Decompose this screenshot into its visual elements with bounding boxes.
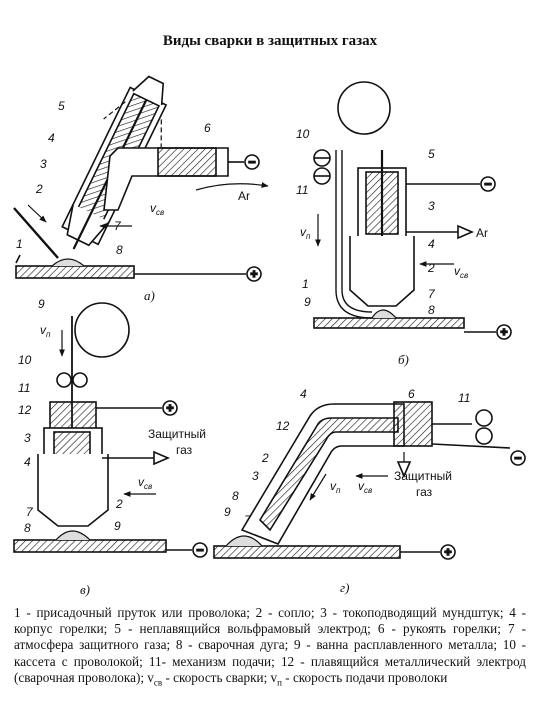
gas-label-d-1: Защитный	[394, 469, 452, 483]
wire-cassette-b	[337, 81, 391, 135]
caption-b: б)	[398, 352, 409, 367]
feed-roller-c-2	[72, 372, 88, 388]
workpiece-d	[213, 545, 401, 559]
workpiece-c	[13, 539, 167, 553]
label-c-10: 10	[18, 353, 32, 367]
gas-label-c-2: газ	[176, 443, 193, 457]
gas-label-d-2: газ	[416, 485, 433, 499]
page-title: Виды сварки в защитных газах	[162, 33, 378, 49]
gas-label-b: Ar	[476, 226, 488, 240]
label-d-8: 8	[232, 489, 239, 503]
feed-label-d: vп	[330, 479, 341, 495]
velocity-label-a: vсв	[150, 201, 164, 217]
minus-terminal-c	[192, 542, 208, 558]
minus-terminal-d-sign: −	[514, 451, 521, 465]
label-b-9: 9	[304, 295, 311, 309]
label-a-6: 6	[204, 121, 211, 135]
label-a-1: 1	[16, 237, 23, 251]
velocity-label-d: vсв	[358, 479, 372, 495]
feed-roller-d-1	[475, 409, 493, 427]
wire-cassette-c	[74, 302, 130, 358]
label-c-3: 3	[24, 431, 31, 445]
label-b-10: 10	[296, 127, 310, 141]
caption-a: а)	[144, 288, 155, 303]
plus-terminal-c-sign: +	[166, 401, 173, 415]
feed-label-b: vп	[300, 225, 311, 241]
label-d-4: 4	[300, 387, 307, 401]
label-b-7: 7	[428, 287, 436, 301]
panel-c-labels: 10 11 12 3 4 2 7 8 9 Защитный газ vсв vп…	[18, 323, 206, 597]
label-d-2: 2	[261, 451, 269, 465]
label-b-4: 4	[428, 237, 435, 251]
minus-terminal-b	[480, 176, 496, 192]
label-a-7: 7	[114, 219, 122, 233]
feed-label-c: vп	[40, 323, 51, 339]
minus-terminal-c-sign: −	[196, 543, 203, 557]
label-b-2: 2	[427, 261, 435, 275]
label-c-12: 12	[18, 403, 32, 417]
plus-terminal-c	[162, 400, 178, 416]
label-c-9: 9	[114, 519, 121, 533]
panel-c: +−	[13, 302, 208, 558]
label-d-12: 12	[276, 419, 290, 433]
label-d-7: 7	[244, 513, 252, 527]
gas-label-a: Ar	[238, 189, 250, 203]
label-b-5: 5	[428, 147, 435, 161]
label-b-8: 8	[428, 303, 435, 317]
minus-terminal-a	[244, 154, 260, 170]
velocity-label-c: vсв	[138, 475, 152, 491]
label-a-3: 3	[40, 157, 47, 171]
label-a-5: 5	[58, 99, 65, 113]
minus-terminal-b-sign: −	[484, 177, 491, 191]
workpiece-a	[15, 265, 135, 279]
label-c-4: 4	[24, 455, 31, 469]
label-a-2: 2	[35, 182, 43, 196]
minus-terminal-a-sign: −	[248, 155, 255, 169]
feed-roller-d-2	[475, 427, 493, 445]
label-c-7: 7	[26, 505, 34, 519]
label-d-6: 6	[408, 387, 415, 401]
label-c-11: 11	[18, 381, 30, 395]
filler-rod-a	[13, 207, 59, 259]
label-c-2: 2	[115, 497, 123, 511]
plus-terminal-b-sign: +	[500, 325, 507, 339]
plus-terminal-d-sign: +	[444, 545, 451, 559]
panel-d-labels: 4 12 6 11 2 3 8 9 7 Защитный газ vп vсв …	[224, 387, 470, 595]
plus-terminal-a	[246, 266, 262, 282]
plus-terminal-b	[496, 324, 512, 340]
panel-b-labels: 10 11 5 3 4 2 7 8 1 9 Ar vсв vп б)	[296, 127, 488, 367]
workpiece-b	[313, 317, 465, 329]
velocity-label-b: vсв	[454, 264, 468, 280]
label-b-1: 1	[302, 277, 309, 291]
panel-d: −+	[213, 401, 526, 560]
label-a-8: 8	[116, 243, 123, 257]
label-d-9: 9	[224, 505, 231, 519]
label-a-4: 4	[48, 131, 55, 145]
torch-body-c	[49, 401, 97, 431]
panel-a-labels: 5 4 3 2 1 7 8 9 6 Ar vсв а)	[16, 99, 250, 311]
plus-terminal-a-sign: +	[250, 267, 257, 281]
caption-d: г)	[340, 580, 349, 595]
label-a-9: 9	[38, 297, 45, 311]
plus-terminal-d	[440, 544, 456, 560]
panel-a: −+	[13, 75, 269, 282]
label-c-8: 8	[24, 521, 31, 535]
feed-roller-c-1	[56, 372, 72, 388]
panel-b: −+	[313, 81, 512, 340]
label-b-11: 11	[296, 183, 308, 197]
label-d-11: 11	[458, 391, 470, 405]
label-d-3: 3	[252, 469, 259, 483]
welding-diagram: −+ 5 4 3 2 1 7 8 9 6 Ar vсв а)	[13, 75, 526, 597]
minus-terminal-d	[510, 450, 526, 466]
gas-label-c-1: Защитный	[148, 427, 206, 441]
caption-c: в)	[80, 582, 90, 597]
label-b-3: 3	[428, 199, 435, 213]
figure-caption: 1 - присадочный пруток или проволока; 2 …	[14, 605, 526, 688]
